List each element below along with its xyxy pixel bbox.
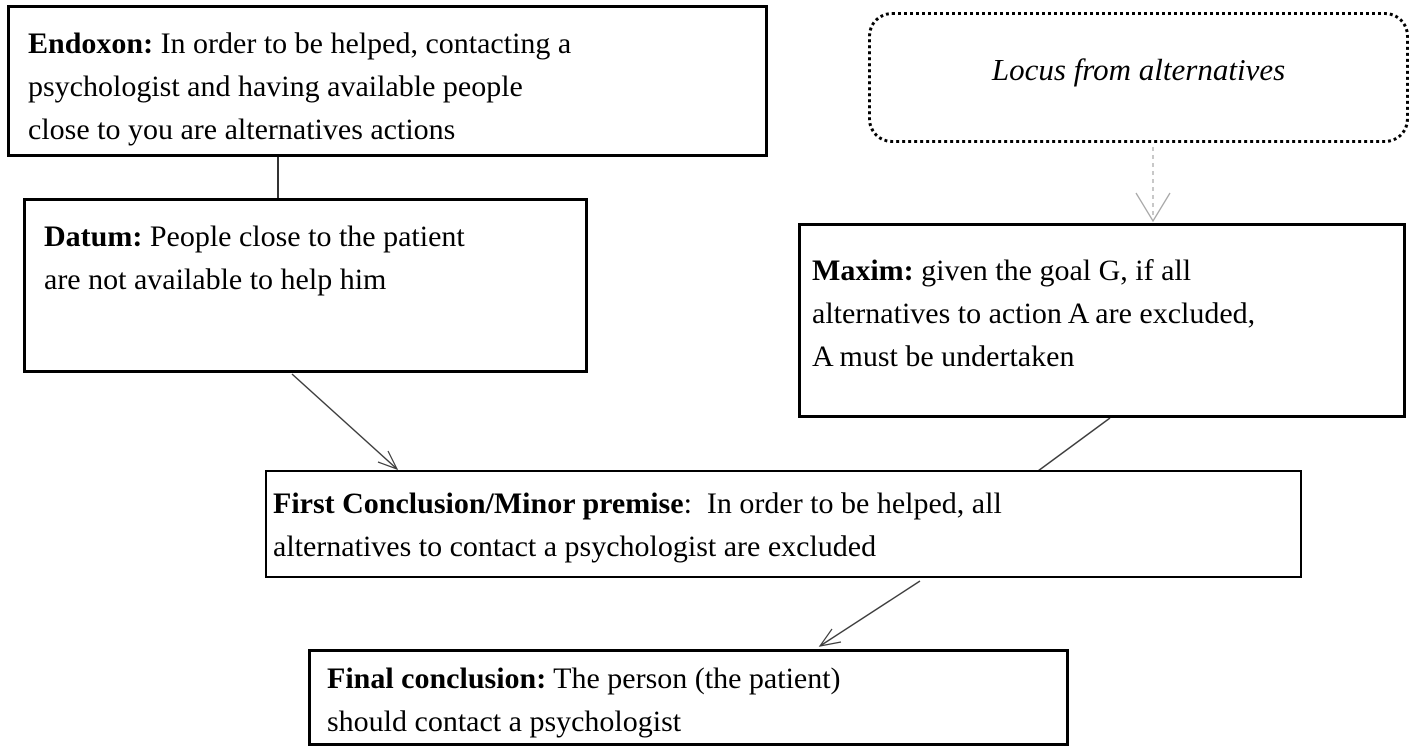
maxim-text: given the goal G, if all — [913, 254, 1192, 287]
first-conclusion-box: First Conclusion/Minor premise: In order… — [265, 470, 1302, 578]
arrow-first-conclusion-final-conclusion — [818, 580, 921, 647]
arrow-datum-first-conclusion — [291, 373, 399, 471]
datum-box: Datum: People close to the patient are n… — [23, 198, 588, 373]
datum-text: People close to the patient — [142, 220, 465, 253]
final-conclusion-text: The person (the patient) — [546, 662, 841, 695]
maxim-text-line-3: A must be undertaken — [812, 340, 1075, 373]
datum-text-line-1: Datum: People close to the patient — [44, 215, 581, 258]
datum-label: Datum: — [44, 220, 143, 253]
maxim-label: Maxim: — [812, 254, 914, 287]
first-conclusion-label: First Conclusion/Minor premise — [273, 487, 684, 520]
first-conclusion-text-line-1: First Conclusion/Minor premise: In order… — [273, 482, 1296, 525]
endoxon-label: Endoxon: — [28, 27, 154, 60]
endoxon-text: In order to be helped, contacting a — [153, 27, 572, 60]
final-conclusion-text-line-1: Final conclusion: The person (the patien… — [327, 657, 1062, 700]
endoxon-text-line-3: close to you are alternatives actions — [28, 113, 456, 146]
endoxon-box: Endoxon: In order to be helped, contacti… — [7, 5, 768, 157]
maxim-text-line-1: Maxim: given the goal G, if all — [812, 249, 1399, 292]
endoxon-text-line-1: Endoxon: In order to be helped, contacti… — [28, 22, 759, 65]
locus-text: Locus from alternatives — [991, 52, 1286, 87]
final-conclusion-label: Final conclusion: — [327, 662, 547, 695]
maxim-box: Maxim: given the goal G, if all alternat… — [798, 223, 1406, 418]
datum-text-line-2: are not available to help him — [44, 263, 387, 296]
final-conclusion-text-line-2: should contact a psychologist — [327, 705, 682, 738]
first-conclusion-text-line-2: alternatives to contact a psychologist a… — [273, 530, 877, 563]
first-conclusion-text: : In order to be helped, all — [683, 487, 1002, 520]
maxim-text-line-2: alternatives to action A are excluded, — [812, 297, 1256, 330]
endoxon-text-line-2: psychologist and having available people — [28, 70, 523, 103]
locus-box: Locus from alternatives — [868, 12, 1409, 143]
final-conclusion-box: Final conclusion: The person (the patien… — [308, 649, 1069, 746]
arrow-locus-maxim — [1135, 147, 1171, 223]
connector-maxim-first-conclusion — [1037, 417, 1111, 472]
